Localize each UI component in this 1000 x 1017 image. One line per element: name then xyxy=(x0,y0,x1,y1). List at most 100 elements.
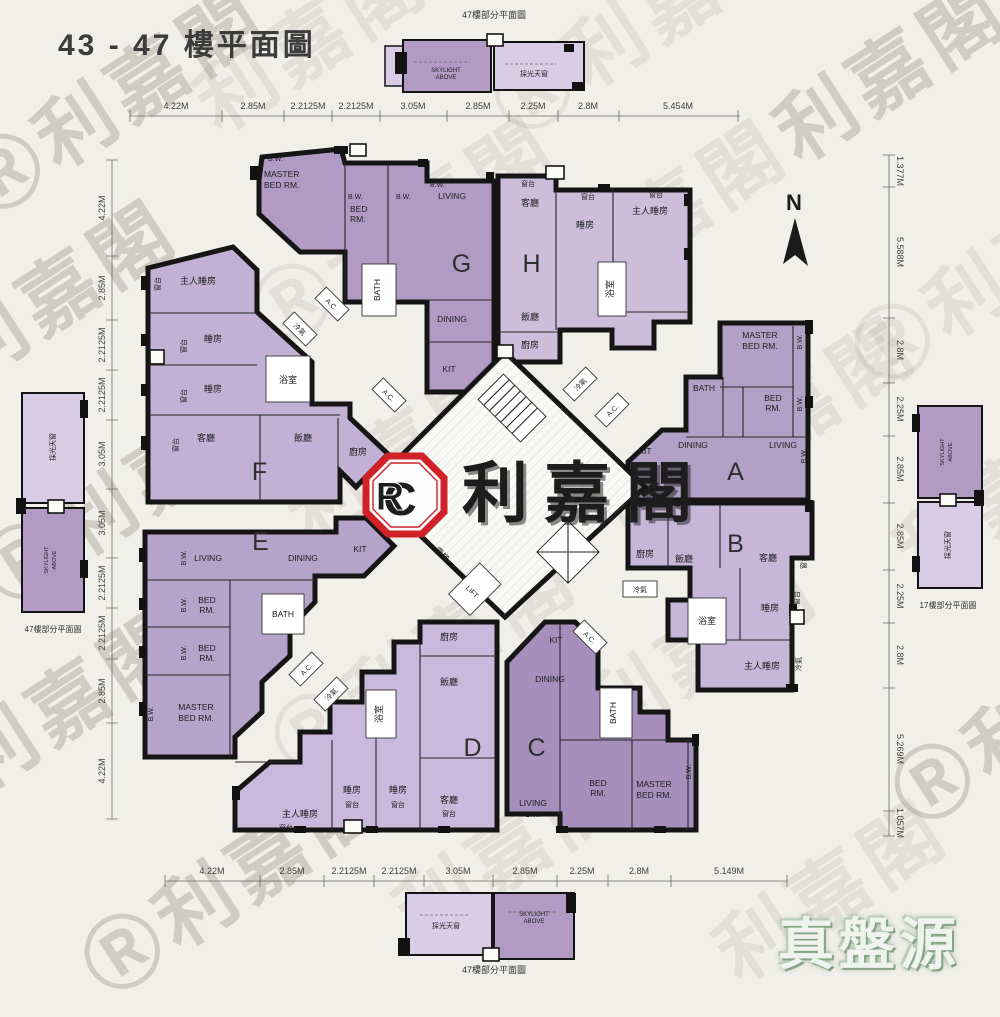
dim-label: 2.85M xyxy=(512,866,537,876)
skylight-label: SKYLIGHT xyxy=(519,912,549,918)
dim-label: 3.05M xyxy=(97,441,107,466)
room-label: LIVING xyxy=(769,440,797,450)
room-label: 廚房 xyxy=(521,339,539,350)
room-label: BED RM. xyxy=(264,180,299,190)
room-label: B.W. xyxy=(181,598,188,613)
dim-label: 4.22M xyxy=(163,101,188,111)
bath-room xyxy=(361,263,397,317)
dim-label: 5.149M xyxy=(714,866,744,876)
inset-room xyxy=(917,405,983,499)
room-label: 飯廳 xyxy=(675,553,693,564)
room-label: 窗台 xyxy=(799,555,808,569)
room-label: BATH xyxy=(372,279,382,301)
page-title: 43 - 47 樓平面圖 xyxy=(58,29,316,62)
room-label: 浴室 xyxy=(279,374,297,385)
inset-top: 47樓部分平面圖 SKYLIGHT ABOVE 採光天窗 xyxy=(384,9,585,93)
room-label: BATH xyxy=(272,609,294,619)
room-label: RM. xyxy=(765,403,781,413)
inset-room xyxy=(402,39,492,93)
inset-caption: 47樓部分平面圖 xyxy=(462,964,526,975)
dim-label: 2.8M xyxy=(578,101,598,111)
room-label: 睡房 xyxy=(343,784,361,795)
dim-label: 3.05M xyxy=(97,510,107,535)
room-label: BED xyxy=(589,778,606,788)
dim-label: 2.85M xyxy=(895,523,905,548)
room-label: B.W. xyxy=(430,182,445,189)
room-label: 客廳 xyxy=(521,197,539,208)
room-label: 廚房 xyxy=(636,548,654,559)
ricacorp-logo: C R 利嘉閣 利嘉閣 xyxy=(362,452,711,538)
dim-label: 2.8M xyxy=(629,866,649,876)
dimension-right: 1.377M 5.588M 2.8M 2.25M 2.85M 2.85M 2.2… xyxy=(883,154,905,838)
partition-lines xyxy=(145,163,808,830)
room-label: 浴室 xyxy=(373,705,384,723)
room-label: 睡房 xyxy=(389,784,407,795)
room-label: LIVING xyxy=(519,798,547,808)
room-label: BATH xyxy=(693,383,715,393)
dim-label: 1.377M xyxy=(895,156,905,186)
room-labels: B.W. MASTER BED RM. B.W. B.W. BED RM. B.… xyxy=(148,156,808,832)
room-label: 飯廳 xyxy=(440,676,458,687)
room-label: BATH xyxy=(608,702,618,724)
room-label: 客廳 xyxy=(759,552,777,563)
bath-room xyxy=(599,687,633,739)
room-label: B.W. xyxy=(526,812,541,819)
inset-caption: 47樓部分平面圖 xyxy=(462,9,526,20)
room-label: 客廳 xyxy=(197,432,215,443)
room-label: 主人睡房 xyxy=(744,660,780,671)
room-label: 窗台 xyxy=(581,192,595,201)
room-label: 窗台 xyxy=(792,591,801,605)
logo-name: 利嘉閣 xyxy=(462,456,708,530)
inset-room xyxy=(21,392,85,504)
dim-label: 2.85M xyxy=(465,101,490,111)
dim-label: 4.22M xyxy=(97,195,107,220)
logo-name-shadow: 利嘉閣 xyxy=(465,459,711,533)
dim-label: 2.85M xyxy=(240,101,265,111)
dim-label: 2.85M xyxy=(97,275,107,300)
north-arrow-icon xyxy=(783,218,808,266)
dim-label: 2.25M xyxy=(520,101,545,111)
inset-right: SKYLIGHT ABOVE 採光天窗 17樓部分平面圖 xyxy=(912,405,984,610)
dim-label: 2.2125M xyxy=(97,377,107,412)
room-label: 主人睡房 xyxy=(632,205,668,216)
room-label: 睡房 xyxy=(204,383,222,394)
dim-label: 2.2125M xyxy=(338,101,373,111)
dim-label: 2.2125M xyxy=(290,101,325,111)
room-label: B.W. xyxy=(268,156,283,163)
dim-label: 5.588M xyxy=(895,237,905,267)
unit-letter: B xyxy=(727,530,745,558)
inset-bottom: 採光天窗 SKYLIGHT ABOVE 47樓部分平面圖 xyxy=(398,892,576,975)
room-label: 冷氣 xyxy=(794,657,803,671)
unit-letter: C xyxy=(527,734,546,762)
skylight-label: 採光天窗 xyxy=(432,921,460,930)
unit-letter: A xyxy=(727,458,745,486)
dim-label: 2.85M xyxy=(895,456,905,481)
unit-letter: H xyxy=(522,250,541,278)
room-label: BED xyxy=(350,204,367,214)
room-label: 窗台 xyxy=(153,277,162,291)
room-label: 廚房 xyxy=(440,631,458,642)
room-label: 睡房 xyxy=(576,219,594,230)
bath-room xyxy=(365,689,397,739)
skylight-label: 採光天窗 xyxy=(520,69,548,78)
room-label: BED RM. xyxy=(742,341,777,351)
unit-letter: D xyxy=(463,734,482,762)
dim-label: 2.2125M xyxy=(331,866,366,876)
room-label: B.W. xyxy=(396,194,411,201)
room-label: 窗台 xyxy=(279,823,293,832)
room-label: 窗台 xyxy=(649,190,663,199)
room-label: 窗台 xyxy=(179,339,188,353)
room-label: LIVING xyxy=(438,191,466,201)
logo-octagon-inner xyxy=(372,462,438,528)
room-label: BED xyxy=(198,643,215,653)
dim-label: 2.25M xyxy=(895,583,905,608)
skylight-label: 採光天窗 xyxy=(943,531,952,559)
ac-boxes: A.C. 冷氣 A.C. A.C. 冷氣 A.C. 冷氣 A.C. 冷氣 xyxy=(282,286,658,712)
dim-label: 5.454M xyxy=(663,101,693,111)
room-label: MASTER xyxy=(264,169,299,179)
room-label: 窗台 xyxy=(391,800,405,809)
room-label: 廚房 xyxy=(349,446,367,457)
skylight-label: ABOVE xyxy=(436,75,457,81)
floorplan-canvas: LIFT 電梯 A.C. 冷氣 A.C. A.C. 冷氣 A.C. 冷氣 A.C… xyxy=(16,9,984,975)
room-label: BED RM. xyxy=(636,790,671,800)
